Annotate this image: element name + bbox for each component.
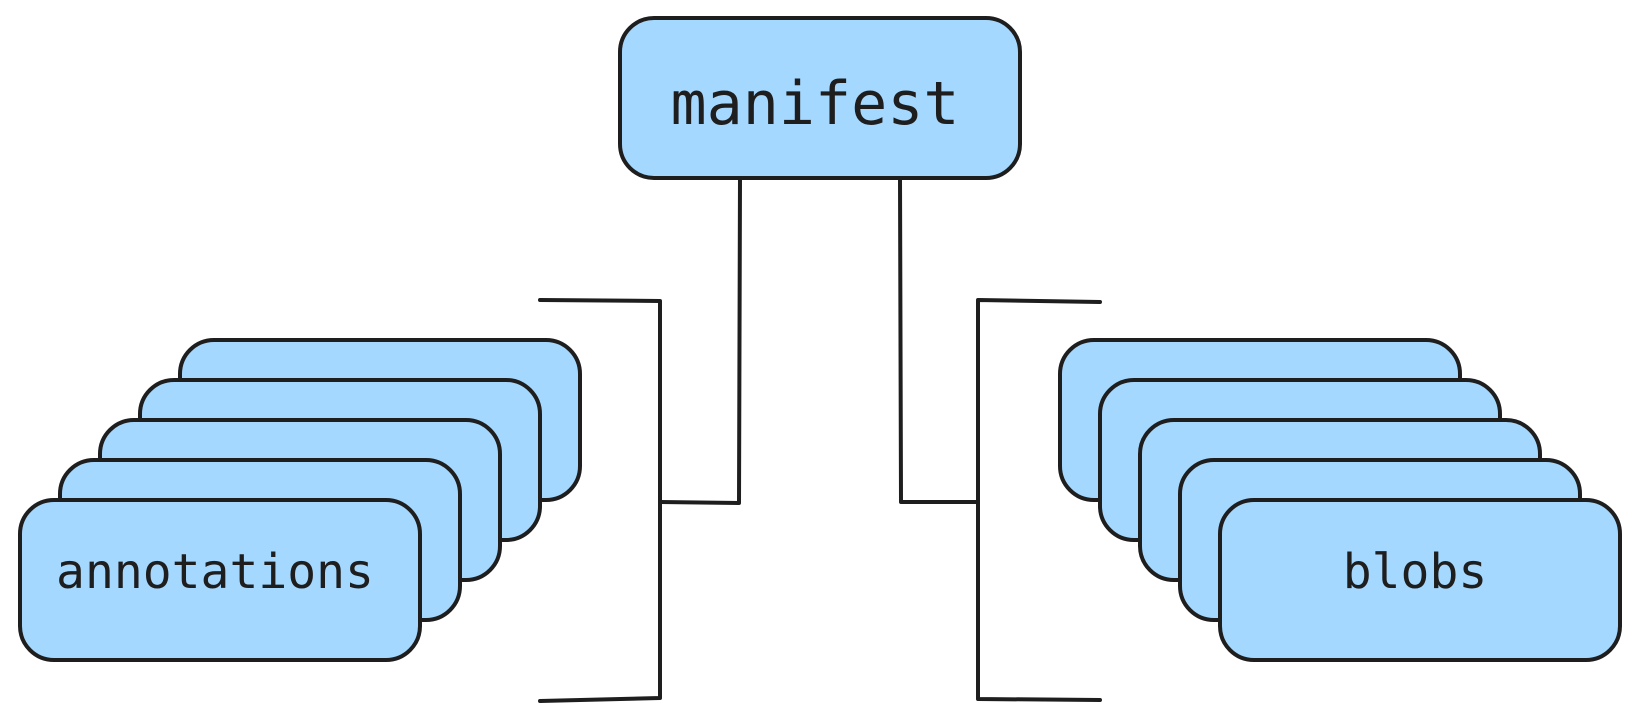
bracket-annotations <box>538 298 662 703</box>
connectors <box>538 176 1102 703</box>
manifest-node[interactable]: manifest <box>618 16 1022 180</box>
annotations-stack[interactable]: annotations <box>18 338 582 662</box>
blobs-card-front <box>1218 498 1622 662</box>
annotations-label: annotations <box>56 544 374 600</box>
bracket-blobs <box>976 298 1102 702</box>
annotations-card-front <box>18 498 422 662</box>
connector-manifest-to-blobs <box>898 176 980 504</box>
manifest-label: manifest <box>671 69 960 139</box>
blobs-label: blobs <box>1343 544 1488 600</box>
blobs-stack[interactable]: blobs <box>1058 338 1622 662</box>
connector-manifest-to-annotations <box>658 176 742 505</box>
